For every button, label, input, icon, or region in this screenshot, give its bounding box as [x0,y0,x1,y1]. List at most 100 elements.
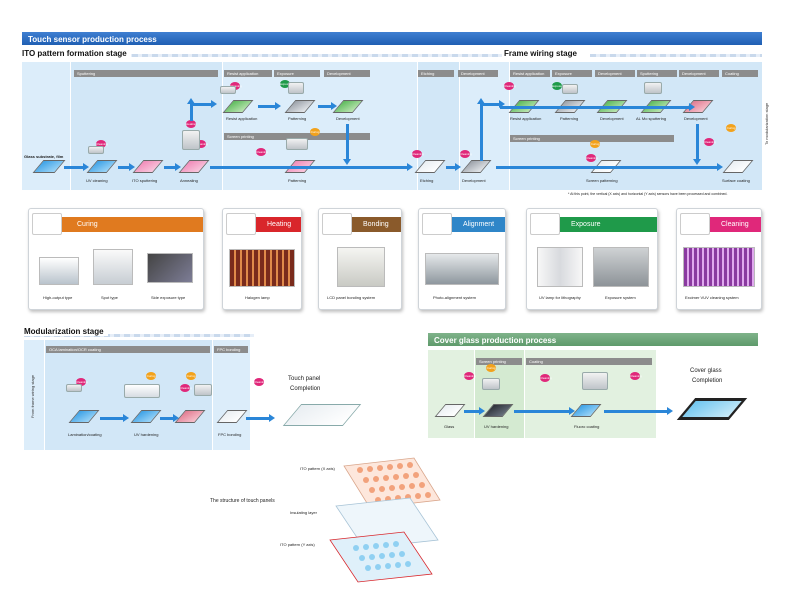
frame-exposure-machine [562,84,578,94]
cleaning-badge-coating: Cleaning [704,138,716,146]
module-band-fpc [212,340,250,450]
curing-photo-2 [93,249,133,285]
module-arrow-3 [246,414,275,422]
flow-arrow-to-frame [480,100,505,108]
caption-fpc: FPC bonding [218,432,242,437]
caption-ito-sputtering: ITO sputtering [132,178,158,183]
card-bonding-title: Bonding [363,221,389,228]
structure-ito-x: ITO pattern (X axis) [300,466,335,471]
caption-surface-coating: Surface coating [722,178,750,183]
alignment-photo [425,253,499,285]
card-alignment: Alignment Photo-alignment system [418,208,506,310]
card-cleaning-title: Cleaning [721,221,749,228]
uv-cleaning-machine [88,146,104,154]
tag-frame-exposure: Exposure [552,70,592,77]
card-curing: Curing High-output type Spot type Side e… [28,208,204,310]
alignment-icon [422,213,452,235]
caption-development-2: Development [462,178,486,183]
flow-arrow-4 [258,102,281,110]
caption-frame-patterning: Patterning [560,116,579,121]
tag-cover-screen: Screen printing [476,358,522,365]
tag-sputtering: Sputtering [74,70,218,77]
caption-glass: Glass substrate, film [24,154,64,159]
caption-cover-glass: Glass [444,424,455,429]
module-curing-badge: Curing [146,372,156,380]
curing-caption-1: High-output type [43,295,73,300]
module-cleaning-badge-3: Cleaning [254,378,266,386]
module-stage-title: Modularization stage [24,327,108,336]
caption-frame-development-2: Development [684,116,708,121]
flow-arrow-3 [164,163,181,171]
bonding-caption: LCD panel bonding system [327,295,376,300]
tag-frame-screen-printing: Screen printing [510,135,674,142]
cleaning-icon [680,213,710,235]
exposure-badge-frame: Exposure [552,82,565,90]
exposure-photo-1 [537,247,583,287]
caption-development: Development [336,116,360,121]
band-resist [222,62,417,190]
annealing-machine [182,130,200,150]
module-arrow-2 [160,414,179,422]
curing-caption-3: Side exposure type [151,295,186,300]
cleaning-photo [683,247,755,287]
exposure-badge: Exposure [280,80,293,88]
structure-title: The structure of touch panels [210,498,275,504]
cleaning-badge-dev2: Cleaning [460,150,472,158]
bonding-icon [322,213,352,235]
module-cleaning-badge-2: Cleaning [180,384,192,392]
touch-panel-completion-2: Completion [290,386,321,392]
flow-arrow-down-1 [343,124,351,165]
flow-arrow-up-2 [477,98,485,161]
frame-stage-title: Frame wiring stage [504,49,581,58]
flow-arrow-6 [446,163,461,171]
frame-stage-line [590,54,762,57]
tag-exposure: Exposure [274,70,320,77]
cleaning-badge-screen: Cleaning [256,148,268,156]
tag-development-2: Development [458,70,498,77]
header-banner: Touch sensor production process [22,32,762,45]
caption-lamination: Lamination/coating [68,432,102,437]
curing-photo-3 [147,253,193,283]
heating-badge-top: Heating [186,120,197,128]
module-cleaning-badge-1: Cleaning [76,378,88,386]
card-alignment-title: Alignment [463,221,495,228]
fpc-machine [194,384,212,396]
touch-panel-structure-diagram [329,457,441,583]
cover-completion-tile [676,398,748,420]
heating-photo [229,249,295,287]
cover-coating-machine [582,372,608,390]
to-modularization-label: To modularization stage [764,102,769,145]
curing-caption-2: Spot type [101,295,118,300]
cleaning-badge-etching: Cleaning [412,150,424,158]
cover-curing-badge: Curing [486,364,496,372]
caption-patterning-bottom: Patterning [288,178,307,183]
bonding-photo [337,247,385,287]
cleaning-badge-annealing: Cleaning [196,140,208,148]
exposure-machine [288,82,304,94]
card-bonding: Bonding LCD panel bonding system [318,208,402,310]
card-exposure-title: Exposure [571,221,601,228]
curing-badge-screen-patterning: Curing [590,140,600,148]
tag-screen-printing: Screen printing [224,133,370,140]
resist-machine [220,86,236,94]
flow-arrow-5 [318,102,337,110]
flow-arrow-1 [64,163,89,171]
cover-arrow-1 [464,407,485,415]
tag-oca: OCA lamination/OCR coating [46,346,210,353]
tag-development: Development [324,70,370,77]
card-exposure: Exposure UV lamp for lithography Exposur… [526,208,658,310]
tag-frame-development-2: Development [679,70,719,77]
curing-badge-coating: Curing [726,124,736,132]
curing-photo-1 [39,257,79,285]
tag-frame-development: Development [595,70,635,77]
cover-cleaning-badge-1: Cleaning [464,372,476,380]
cover-completion-2: Completion [692,378,723,384]
card-alignment-header: Alignment [435,217,505,232]
flow-arrow-to-resist [190,100,217,108]
caption-annealing: Annealing [180,178,198,183]
card-heating-title: Heating [267,221,292,228]
structure-ito-y: ITO pattern (Y axis) [280,542,315,547]
card-exposure-header: Exposure [543,217,657,232]
caption-screen-patterning: Screen patterning [586,178,618,183]
caption-cover-uv: UV hardening [484,424,509,429]
